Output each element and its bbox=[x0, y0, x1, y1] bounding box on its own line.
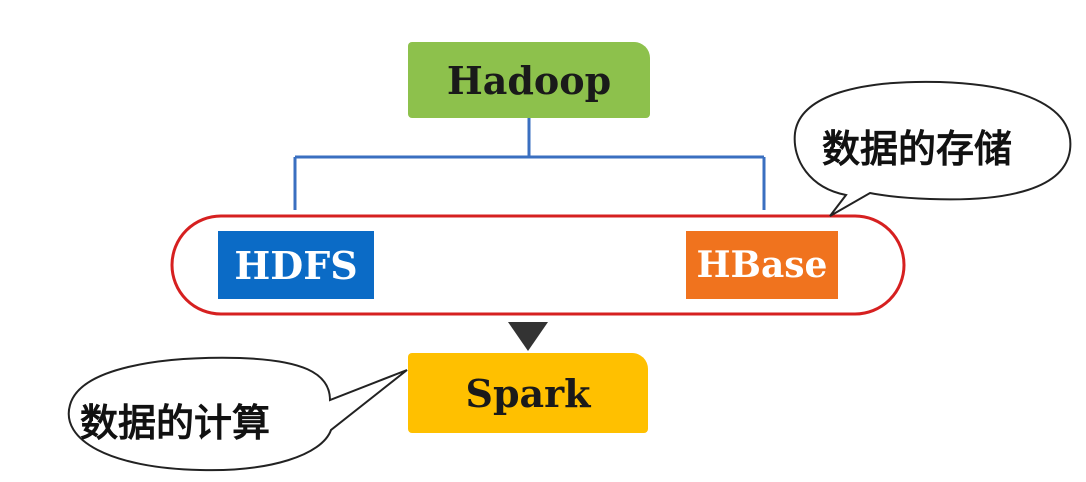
down-arrow-icon bbox=[508, 322, 548, 351]
storage-group-border bbox=[170, 214, 906, 316]
hbase-label: HBase bbox=[696, 244, 828, 286]
spark-label: Spark bbox=[465, 370, 591, 416]
hadoop-node: Hadoop bbox=[408, 42, 650, 118]
hdfs-node: HDFS bbox=[218, 231, 374, 299]
hdfs-label: HDFS bbox=[234, 242, 358, 288]
spark-node: Spark bbox=[408, 353, 648, 433]
compute-callout-text: 数据的计算 bbox=[80, 401, 271, 445]
storage-callout-text: 数据的存储 bbox=[822, 127, 1013, 171]
hadoop-label: Hadoop bbox=[446, 57, 612, 103]
hbase-node: HBase bbox=[686, 231, 838, 299]
storage-callout-bubble bbox=[793, 80, 1072, 217]
compute-callout-bubble bbox=[67, 356, 408, 472]
hadoop-connector bbox=[293, 118, 766, 210]
